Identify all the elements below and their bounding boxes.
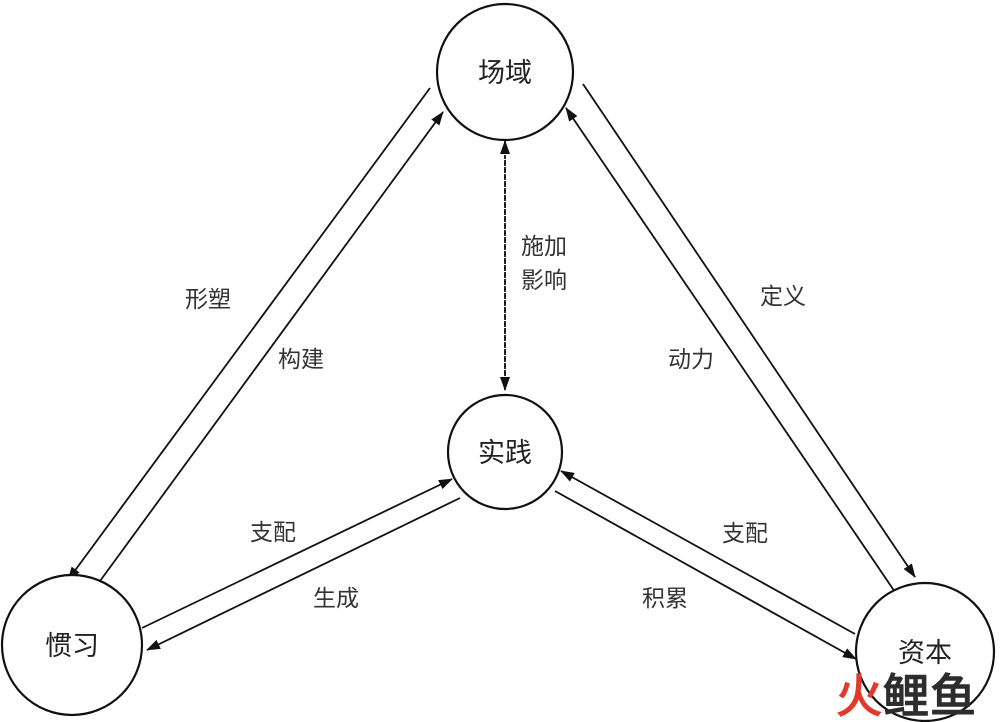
- arrow-field-to-capital: [582, 83, 916, 578]
- arrow-field-to-habitus: [67, 87, 431, 581]
- node-capital: 资本: [854, 581, 996, 722]
- watermark-char-fish: 鱼: [930, 669, 976, 722]
- label-dominate-right: 支配: [722, 521, 768, 547]
- node-habitus: 惯习: [0, 573, 144, 717]
- node-field: 场域: [435, 2, 575, 142]
- label-dominate-left: 支配: [250, 520, 296, 546]
- watermark-char-fire: 火: [836, 669, 882, 722]
- arrow-capital-to-field: [565, 107, 896, 593]
- node-capital-label: 资本: [898, 638, 952, 669]
- node-habitus-label: 惯习: [45, 631, 99, 662]
- node-field-label: 场域: [478, 58, 532, 89]
- arrow-habitus-to-field: [99, 111, 444, 582]
- label-power: 动力: [668, 347, 714, 373]
- label-influence-line1: 施加: [521, 234, 567, 260]
- label-construct: 构建: [278, 347, 324, 373]
- watermark-logo: 火 鲤 鱼: [836, 669, 976, 722]
- arrow-practice-to-habitus: [146, 497, 461, 651]
- label-shape: 形塑: [185, 287, 231, 313]
- label-generate: 生成: [313, 586, 359, 612]
- watermark-char-carp: 鲤: [883, 669, 929, 722]
- node-practice-label: 实践: [478, 438, 532, 469]
- node-practice: 实践: [446, 393, 564, 511]
- label-influence-line2: 影响: [521, 268, 567, 294]
- arrow-practice-to-capital: [554, 490, 857, 660]
- arrow-capital-to-practice: [560, 470, 856, 635]
- label-accumulate: 积累: [642, 586, 688, 612]
- label-define: 定义: [760, 284, 806, 310]
- arrow-habitus-to-practice: [141, 478, 453, 629]
